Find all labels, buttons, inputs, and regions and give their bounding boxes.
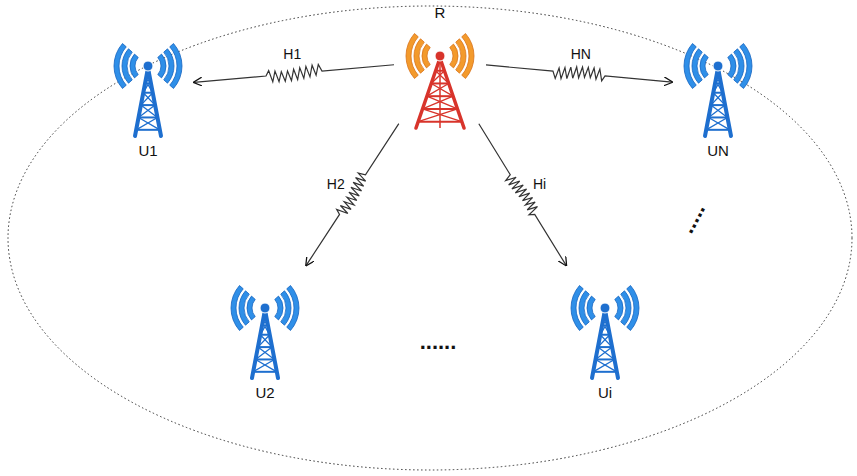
ellipsis-dots: ...... (420, 331, 457, 353)
node-label: U1 (138, 142, 157, 160)
node-label: UN (707, 142, 729, 160)
channel-arrow (479, 124, 566, 266)
antenna-icon (102, 36, 194, 140)
user-tower: U2 (219, 278, 311, 404)
channel-label: H1 (281, 46, 303, 62)
antenna-icon (672, 36, 764, 140)
relay-tower: R (394, 4, 486, 130)
relay-icon (394, 26, 486, 130)
channel-arrow (194, 64, 394, 82)
channel-label: Hi (531, 176, 548, 192)
channel-label: HN (569, 46, 593, 62)
user-tower: Ui (559, 278, 651, 404)
ellipsis-dots: ..... (675, 199, 709, 236)
channel-arrow (306, 124, 399, 266)
antenna-icon (219, 278, 311, 382)
coverage-ellipse (8, 6, 852, 470)
node-label: U2 (255, 384, 274, 402)
channel-arrow (486, 65, 672, 82)
user-tower: U1 (102, 36, 194, 162)
channel-label: H2 (325, 176, 347, 192)
antenna-icon (559, 278, 651, 382)
user-tower: UN (672, 36, 764, 162)
node-label: R (435, 4, 446, 22)
node-label: Ui (598, 384, 612, 402)
